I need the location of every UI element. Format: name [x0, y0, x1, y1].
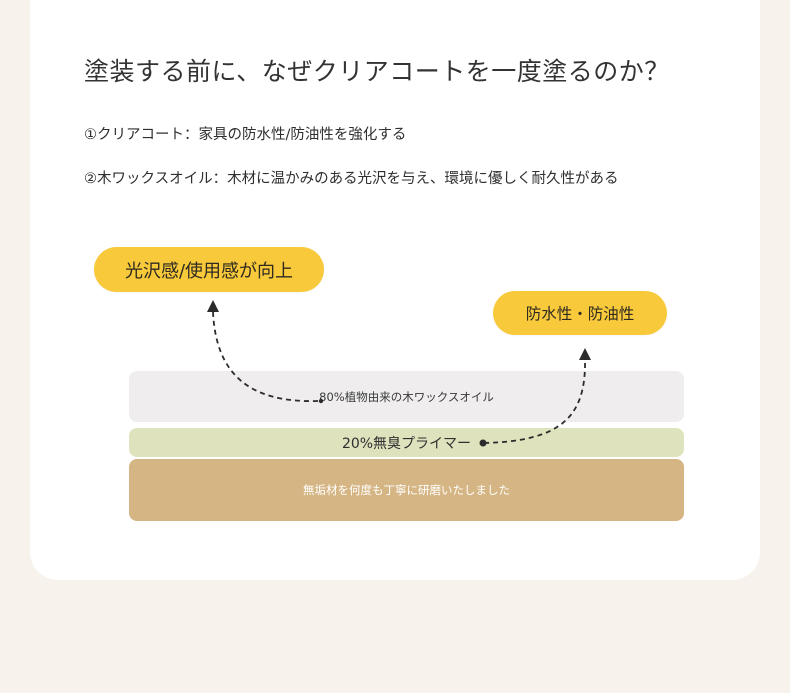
layer-solid-wood-label: 無垢材を何度も丁寧に研磨いたしました	[303, 483, 510, 497]
layer-primer: 20%無臭プライマー	[129, 428, 684, 457]
layer-wood-wax-oil: 80%植物由来の木ワックスオイル	[129, 371, 684, 422]
layer-wood-wax-oil-label: 80%植物由来の木ワックスオイル	[319, 389, 494, 404]
layer-primer-label: 20%無臭プライマー	[341, 435, 472, 452]
point-wood-wax-oil: ②木ワックスオイル：木材に温かみのある光沢を与え、環境に優しく耐久性がある	[84, 171, 619, 187]
callout-water-oil-resistance: 防水性・防油性	[493, 291, 667, 335]
layer-solid-wood: 無垢材を何度も丁寧に研磨いたしました	[129, 459, 684, 521]
point-clear-coat: ①クリアコート：家具の防水性/防油性を強化する	[84, 127, 407, 143]
page-title: 塗装する前に、なぜクリアコートを一度塗るのか？	[84, 57, 670, 86]
callout-gloss-feel: 光沢感/使用感が向上	[94, 247, 324, 292]
